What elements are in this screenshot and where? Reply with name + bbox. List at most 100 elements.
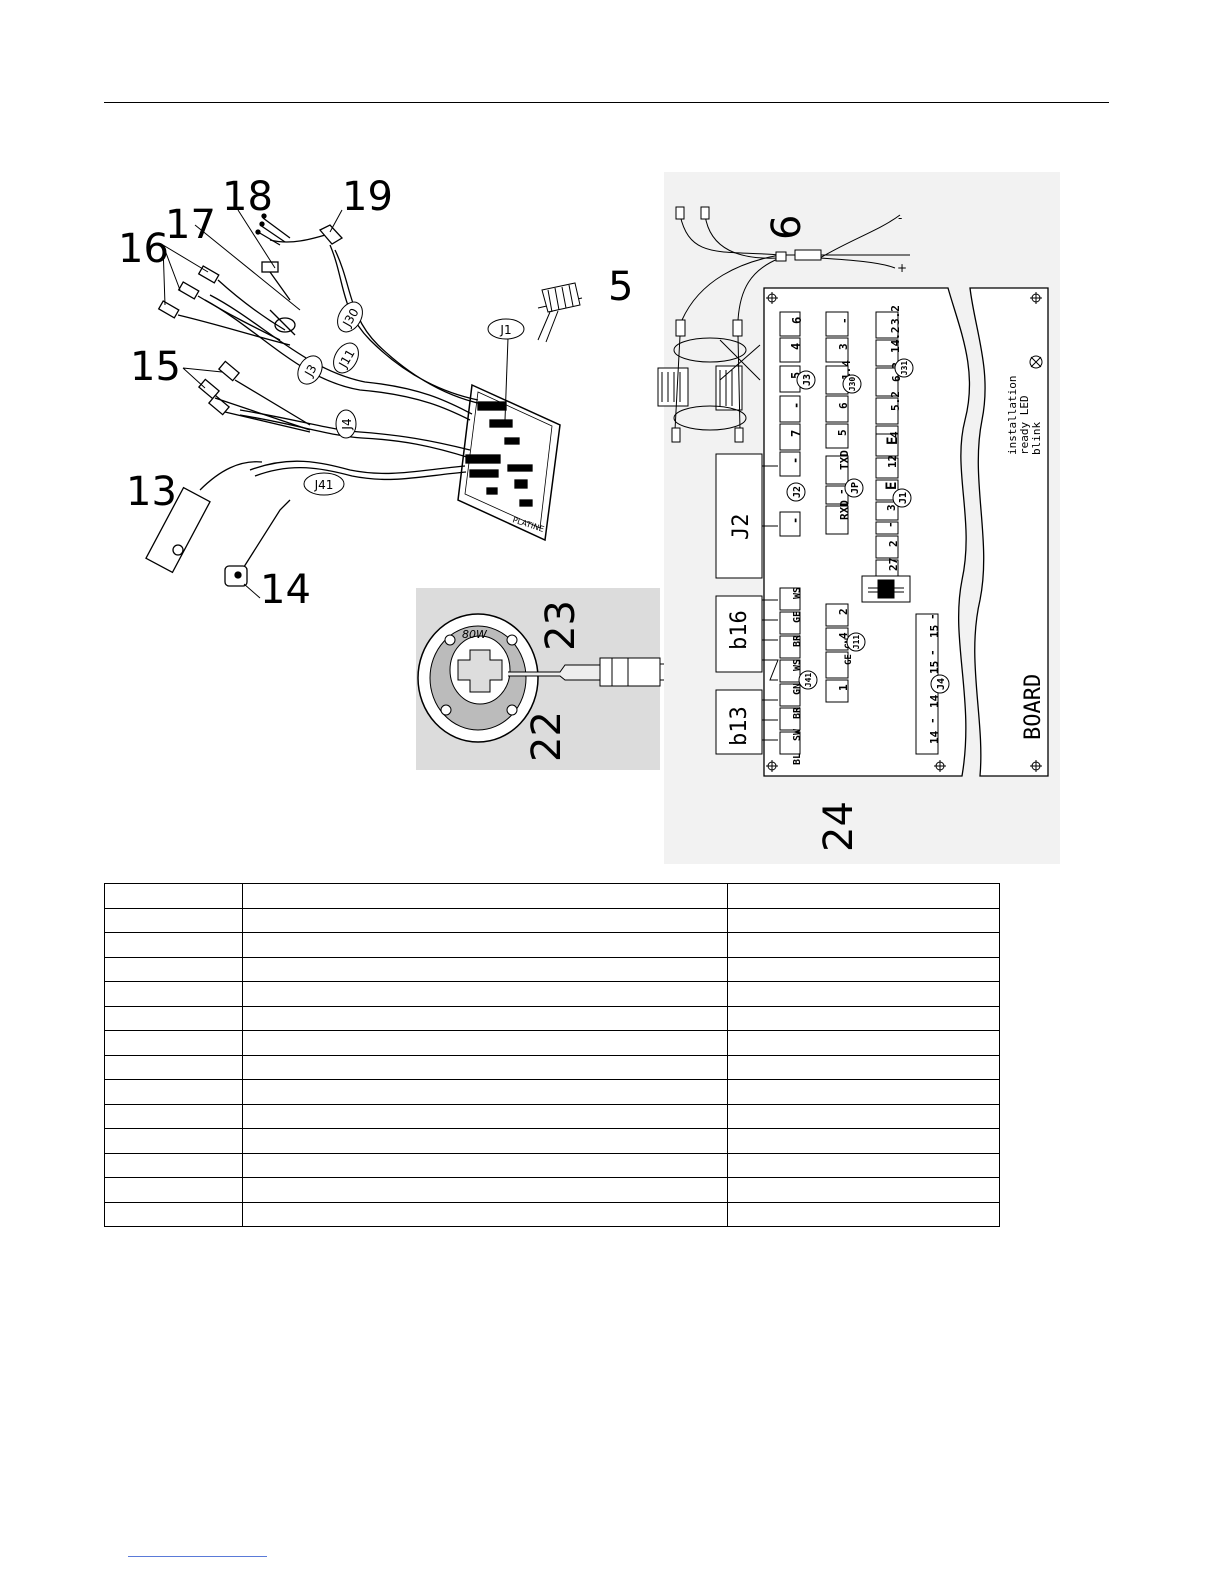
table-cell (727, 1152, 1000, 1178)
b16-label: b16 (727, 610, 752, 650)
svg-text:-: - (835, 488, 848, 495)
svg-text:J1: J1 (898, 492, 909, 504)
connector-5-drawing (537, 282, 581, 343)
svg-text:J11: J11 (852, 635, 861, 650)
table-cell (727, 981, 1000, 1007)
table-row (104, 1005, 1000, 1031)
board-title: BOARD (1021, 674, 1046, 740)
table-cell (727, 907, 1000, 933)
table-row (104, 932, 1000, 958)
svg-text:BR: BR (792, 634, 803, 647)
svg-text:RXD: RXD (838, 500, 851, 520)
board-schematic: - + 6 BOARD installation ready LED blink… (657, 172, 1060, 864)
table-row (104, 956, 1000, 982)
callout-22: 22 (524, 711, 570, 762)
svg-text:E: E (884, 482, 900, 490)
callout-23: 23 (538, 600, 584, 651)
parts-table (104, 883, 1000, 1227)
table-cell (104, 883, 243, 909)
table-row (104, 1128, 1000, 1154)
callout-15: 15 (130, 344, 181, 390)
svg-text:6: 6 (790, 317, 804, 324)
table-cell (241, 1103, 729, 1129)
svg-text:80W: 80W (462, 628, 488, 641)
table-cell (104, 1201, 243, 1227)
footer-link-underline (128, 1556, 267, 1557)
table-cell (727, 1005, 1000, 1031)
svg-text:J31: J31 (900, 361, 909, 376)
svg-text:12: 12 (886, 455, 899, 468)
svg-text:14: 14 (928, 694, 941, 708)
svg-text:BL: BL (792, 753, 803, 765)
svg-text:J1: J1 (499, 323, 511, 337)
callout-5: 5 (608, 264, 633, 310)
j3-pins: 6 4 5 - 7 - (788, 317, 804, 464)
svg-text:GE: GE (792, 611, 803, 623)
led-line-1: installation (1006, 376, 1019, 455)
callouts-mid: 23 22 (524, 600, 584, 762)
table-cell (104, 1054, 243, 1080)
table-row (104, 1103, 1000, 1129)
jp-pins: TXD - RXD (835, 450, 851, 520)
svg-text:J2: J2 (792, 486, 803, 498)
svg-text:2: 2 (837, 608, 850, 615)
svg-text:WS: WS (792, 659, 803, 671)
table-cell (727, 1177, 1000, 1203)
callout-18: 18 (222, 174, 273, 220)
svg-text:TXD: TXD (838, 450, 851, 470)
tag-j11: J11 (333, 342, 359, 374)
callout-16: 16 (118, 226, 169, 272)
svg-text:-: - (926, 717, 939, 724)
svg-text:3.2: 3.2 (889, 305, 902, 325)
table-cell (241, 1177, 729, 1203)
svg-text:4: 4 (888, 431, 901, 438)
connector-tags: J30 J11 J3 J1 J4 J41 (297, 301, 525, 496)
table-cell (104, 956, 243, 982)
tag-j3: J3 (297, 355, 323, 385)
tag-j4: J4 (335, 409, 357, 439)
svg-text:+: + (897, 261, 907, 275)
table-cell (241, 932, 729, 958)
table-row (104, 907, 1000, 933)
svg-text:J41: J41 (804, 673, 813, 688)
pcb-board: PLATINE (457, 383, 561, 542)
svg-text:JP: JP (850, 482, 861, 494)
svg-text:4: 4 (789, 343, 803, 350)
table-cell (727, 956, 1000, 982)
table-cell (241, 883, 729, 909)
table-cell (241, 1005, 729, 1031)
tag-j30: J30 (337, 301, 363, 333)
sensor-plate-drawing: 80W (416, 588, 671, 770)
svg-text:GE GN: GE GN (844, 638, 854, 665)
svg-text:5: 5 (789, 372, 803, 379)
table-row (104, 1030, 1000, 1056)
svg-text:GN: GN (792, 683, 803, 695)
harness-drawing: PLATINE (145, 213, 561, 587)
svg-text:-: - (789, 402, 803, 409)
tag-j41: J41 (303, 472, 345, 496)
svg-text:1: 1 (837, 684, 850, 691)
callout-14: 14 (260, 567, 311, 613)
table-cell (241, 1054, 729, 1080)
table-cell (241, 907, 729, 933)
svg-text:6: 6 (837, 402, 850, 409)
svg-text:14: 14 (928, 730, 941, 744)
table-cell (241, 1128, 729, 1154)
table-cell (241, 1079, 729, 1105)
svg-text:E: E (885, 437, 901, 445)
svg-text:-: - (788, 457, 802, 464)
table-cell (104, 1079, 243, 1105)
table-cell (241, 1030, 729, 1056)
svg-text:J3: J3 (802, 374, 813, 386)
led-line-2: ready LED (1018, 395, 1031, 455)
callouts: 16 17 18 19 5 15 13 14 (118, 174, 633, 613)
table-row (104, 1177, 1000, 1203)
table-cell (104, 1005, 243, 1031)
table-row (104, 1201, 1000, 1227)
table-row (104, 1054, 1000, 1080)
table-cell (241, 1152, 729, 1178)
callout-17: 17 (165, 202, 216, 248)
svg-text:-: - (898, 211, 902, 225)
svg-text:2: 2 (887, 540, 900, 547)
table-cell (104, 1103, 243, 1129)
